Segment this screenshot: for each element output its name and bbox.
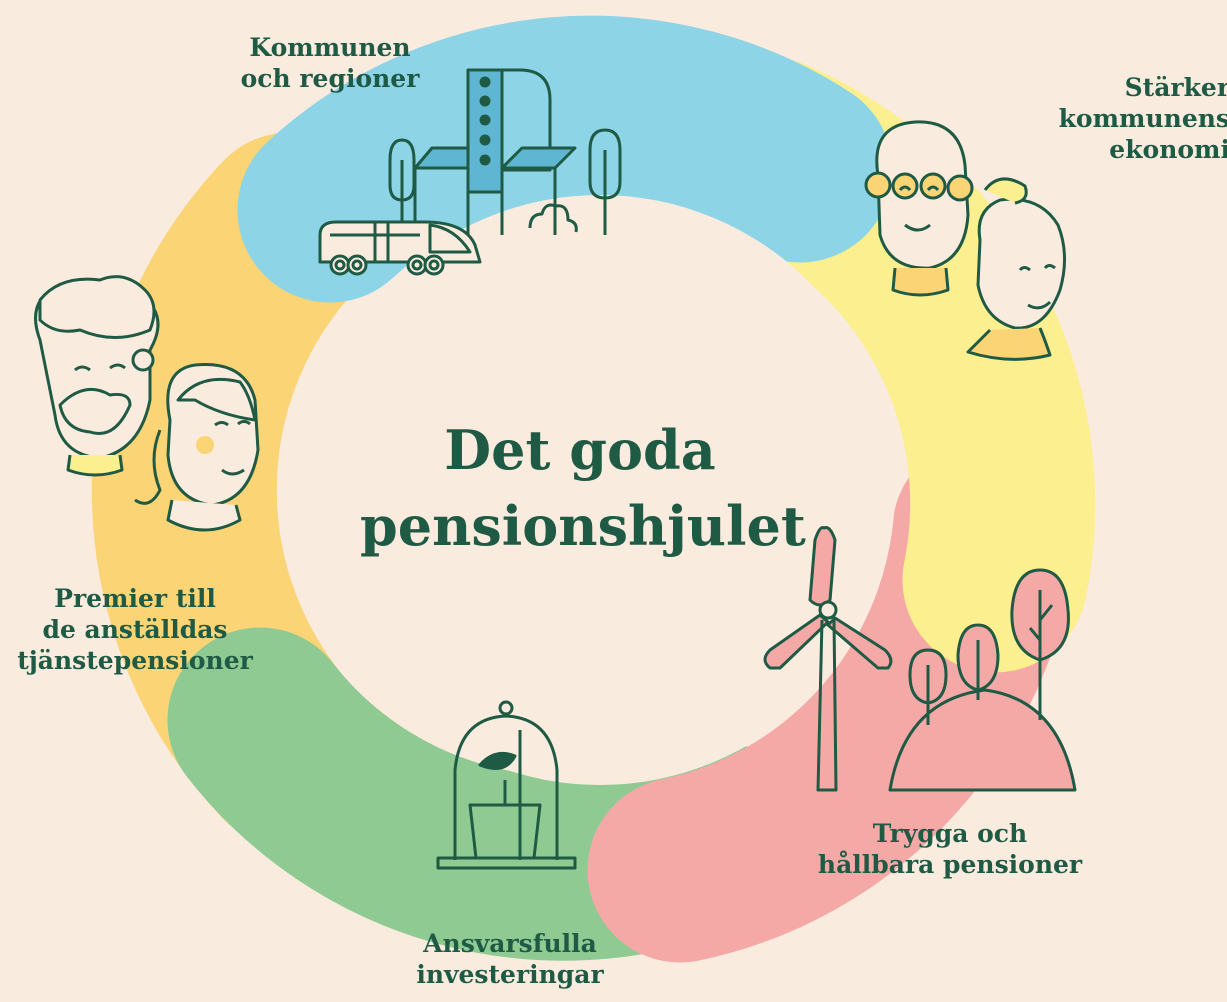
wheel-center	[305, 195, 895, 785]
city-bus-icon	[318, 68, 622, 276]
segment-label-kommuner: Kommunen och regioner	[240, 33, 420, 93]
segment-label-investeringar: Ansvarsfulla investeringar	[416, 929, 604, 989]
plant-under-glass-icon	[436, 700, 577, 870]
elderly-couple-icon	[864, 120, 1067, 361]
employees-icon	[34, 275, 260, 532]
segment-label-ekonomi: Stärker kommunens ekonomi	[1058, 73, 1227, 164]
wheel-title: Det goda pensionshjulet	[360, 418, 806, 558]
segment-label-premier: Premier till de anställdas tjänstepensio…	[17, 584, 253, 675]
segment-label-pensioner: Trygga och hållbara pensioner	[817, 819, 1083, 879]
windmill-trees-icon	[763, 526, 1077, 792]
